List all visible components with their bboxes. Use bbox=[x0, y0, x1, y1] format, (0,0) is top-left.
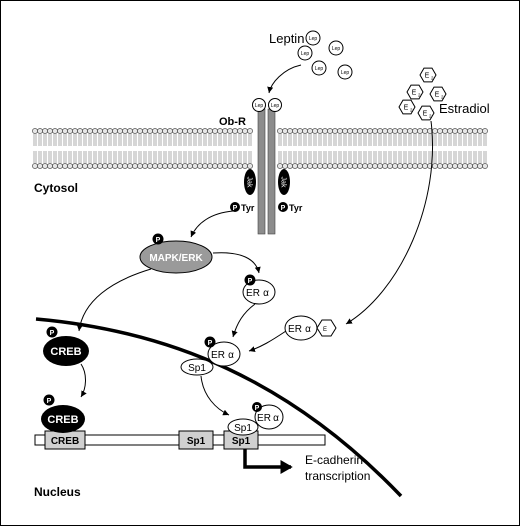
svg-text:MAPK/ERK: MAPK/ERK bbox=[149, 253, 203, 264]
creb-bound: CREB P bbox=[41, 394, 85, 433]
svg-text:Sp1: Sp1 bbox=[188, 363, 206, 374]
svg-text:E: E bbox=[435, 92, 440, 99]
svg-text:Lep: Lep bbox=[255, 103, 264, 109]
svg-text:Tyr: Tyr bbox=[289, 203, 303, 213]
ptyr-right: P Tyr bbox=[278, 202, 303, 213]
era-to-nucleus-arrow bbox=[231, 303, 256, 338]
svg-text:Sp1: Sp1 bbox=[234, 423, 252, 434]
svg-text:Sp1: Sp1 bbox=[232, 436, 251, 447]
estradiol-label: Estradiol bbox=[439, 101, 490, 116]
svg-text:CREB: CREB bbox=[47, 414, 78, 426]
svg-text:α: α bbox=[305, 324, 311, 335]
svg-text:Lep: Lep bbox=[301, 51, 310, 57]
svg-text:Lep: Lep bbox=[271, 103, 280, 109]
svg-text:P: P bbox=[255, 405, 260, 412]
svg-text:Lep: Lep bbox=[341, 70, 350, 76]
mapk-to-creb-arrow bbox=[76, 268, 152, 332]
nuclear-envelope bbox=[35, 317, 403, 498]
svg-text:P: P bbox=[248, 278, 253, 285]
nucleus-label: Nucleus bbox=[34, 485, 81, 499]
creb-to-dna-arrow bbox=[80, 363, 87, 398]
svg-text:2: 2 bbox=[441, 95, 444, 100]
ptyr-left: P Tyr bbox=[230, 202, 255, 213]
svg-text:P: P bbox=[47, 398, 52, 405]
dna-strand: CREB Sp1 Sp1 bbox=[34, 430, 326, 450]
svg-text:P: P bbox=[156, 237, 161, 244]
svg-text:α: α bbox=[263, 288, 269, 299]
svg-text:CREB: CREB bbox=[51, 436, 79, 447]
svg-text:Lep: Lep bbox=[309, 36, 318, 42]
svg-text:Lep: Lep bbox=[332, 46, 341, 52]
estradiol-arrow bbox=[345, 120, 433, 325]
er-alpha-phospho: ER α P bbox=[242, 274, 276, 305]
ecadherin-label-line1: E-cadherin bbox=[305, 453, 363, 467]
svg-text:CREB: CREB bbox=[50, 346, 81, 358]
svg-text:P: P bbox=[50, 330, 55, 337]
ob-r-label: Ob-R bbox=[219, 116, 246, 128]
leptin-label: Leptin bbox=[269, 31, 304, 46]
mapk-to-era-arrow bbox=[212, 252, 261, 274]
svg-text:E: E bbox=[404, 105, 409, 112]
jak-left: Jak bbox=[244, 169, 256, 195]
svg-text:Lep: Lep bbox=[315, 66, 324, 72]
svg-text:α: α bbox=[273, 413, 279, 424]
svg-text:ER: ER bbox=[288, 324, 302, 335]
leptin-molecules: Lep Lep Lep Lep Lep bbox=[297, 30, 353, 80]
mapk-erk: MAPK/ERK P bbox=[139, 233, 213, 274]
tyr-to-mapk-arrow bbox=[190, 210, 234, 238]
svg-text:ER: ER bbox=[246, 288, 260, 299]
svg-text:E: E bbox=[425, 73, 430, 80]
svg-text:2: 2 bbox=[431, 76, 434, 81]
ecadherin-label-line2: transcription bbox=[305, 469, 370, 483]
svg-text:α: α bbox=[228, 350, 234, 361]
er-alpha-sp1-complex-2: ER α P Sp1 bbox=[227, 402, 284, 436]
svg-text:P: P bbox=[281, 205, 286, 212]
svg-text:Jak: Jak bbox=[280, 177, 287, 188]
svg-text:ER: ER bbox=[257, 413, 271, 424]
svg-text:2: 2 bbox=[429, 114, 432, 119]
svg-text:2: 2 bbox=[418, 93, 421, 98]
svg-text:E: E bbox=[323, 327, 327, 333]
svg-text:P: P bbox=[208, 340, 213, 347]
svg-text:E: E bbox=[423, 111, 428, 118]
svg-text:Tyr: Tyr bbox=[241, 203, 255, 213]
svg-text:Jak: Jak bbox=[246, 177, 253, 188]
transcription-arrow bbox=[243, 449, 293, 474]
ob-r-receptor: Lep Lep bbox=[252, 98, 282, 235]
svg-text:P: P bbox=[233, 205, 238, 212]
creb-phospho: CREB P bbox=[43, 326, 89, 366]
leptin-arrow bbox=[267, 64, 302, 94]
cytosol-label: Cytosol bbox=[34, 181, 78, 195]
svg-text:ER: ER bbox=[211, 350, 225, 361]
jak-right: Jak bbox=[278, 169, 290, 195]
cell-membrane bbox=[32, 128, 488, 169]
er-alpha-sp1-complex-1: ER α P Sp1 bbox=[180, 336, 241, 376]
er-alpha-e2-complex: ER α E bbox=[284, 315, 337, 341]
complex-to-nucleus-arrow bbox=[248, 330, 287, 352]
svg-text:E: E bbox=[412, 90, 417, 97]
svg-text:Sp1: Sp1 bbox=[187, 436, 206, 447]
complex-to-dna-arrow bbox=[200, 375, 230, 416]
svg-text:2: 2 bbox=[410, 108, 413, 113]
